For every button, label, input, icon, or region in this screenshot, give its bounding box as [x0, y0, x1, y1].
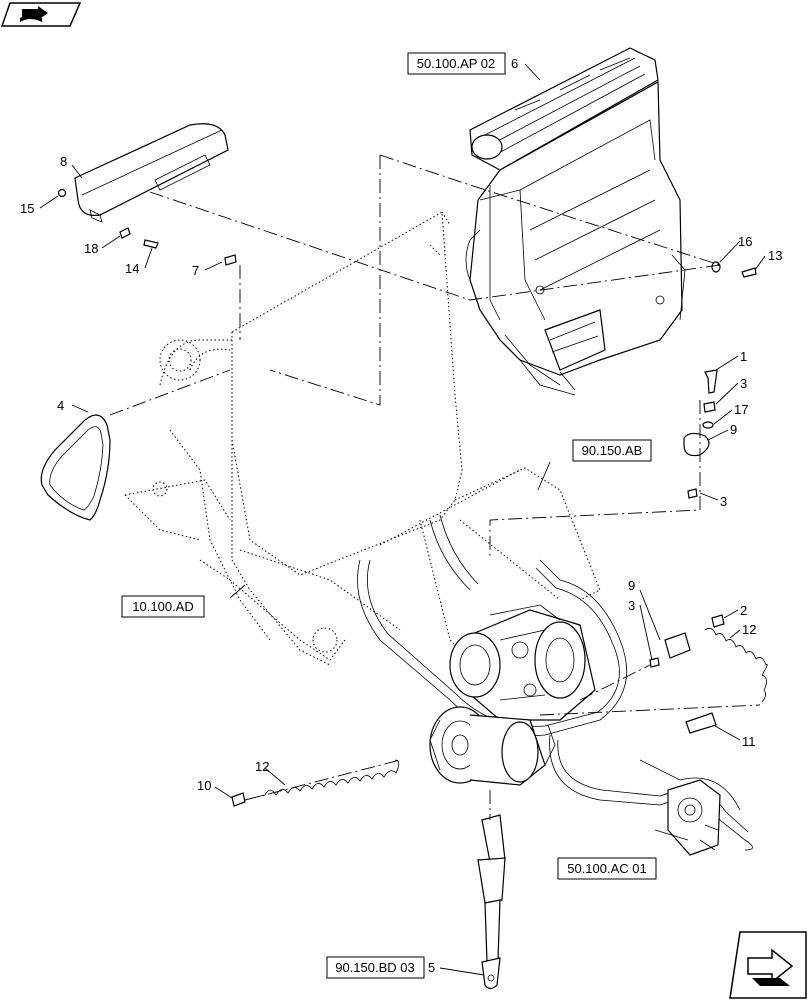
belt — [40, 414, 111, 521]
callout-3-b: 3 — [720, 494, 727, 509]
svg-text:90.150.BD 03: 90.150.BD 03 — [335, 960, 415, 975]
valve-unit — [667, 779, 721, 856]
svg-text:50.100.AP 02: 50.100.AP 02 — [417, 56, 496, 71]
book-arrow-icon[interactable] — [0, 2, 82, 27]
hardware-bits — [57, 188, 757, 807]
callout-10: 10 — [197, 778, 211, 793]
callout-18: 18 — [84, 241, 98, 256]
callout-numbers: 8 15 18 14 7 4 6 16 13 1 3 17 9 3 9 3 2 … — [20, 56, 782, 975]
ref-box-ab[interactable]: 90.150.AB — [572, 439, 652, 462]
callout-12-b: 12 — [255, 759, 269, 774]
hvac-housing — [465, 47, 686, 396]
callout-16: 16 — [738, 234, 752, 249]
pulley-unit — [429, 706, 556, 786]
ref-box-ac01[interactable]: 50.100.AC 01 — [557, 857, 657, 880]
ref-box-ap02[interactable]: 50.100.AP 02 — [407, 52, 506, 75]
callout-14: 14 — [125, 261, 139, 276]
callout-7: 7 — [192, 263, 199, 278]
svg-text:90.150.AB: 90.150.AB — [582, 443, 643, 458]
callout-2: 2 — [740, 603, 747, 618]
callout-15: 15 — [20, 201, 34, 216]
callout-11: 11 — [742, 734, 756, 749]
callout-5: 5 — [428, 960, 435, 975]
spring-right — [704, 627, 768, 703]
callout-1: 1 — [740, 349, 747, 364]
svg-text:10.100.AD: 10.100.AD — [132, 599, 193, 614]
actuator-cylinder — [477, 814, 506, 990]
callout-13: 13 — [768, 248, 782, 263]
ref-box-bd03[interactable]: 90.150.BD 03 — [326, 956, 425, 979]
callout-6: 6 — [511, 56, 518, 71]
svg-text:50.100.AC 01: 50.100.AC 01 — [567, 861, 647, 876]
filter-cover — [74, 123, 229, 223]
callout-3-c: 3 — [628, 598, 635, 613]
chassis-frame — [124, 211, 601, 666]
callout-9-b: 9 — [628, 578, 635, 593]
callout-3-a: 3 — [740, 376, 747, 391]
callout-17: 17 — [734, 402, 748, 417]
callout-8: 8 — [60, 154, 67, 169]
alignment-lines — [109, 154, 761, 820]
compressor-assembly — [449, 604, 596, 721]
callout-9-a: 9 — [730, 422, 737, 437]
next-page-arrow-icon[interactable] — [729, 931, 807, 999]
leader-lines — [39, 63, 766, 976]
callout-12-a: 12 — [742, 622, 756, 637]
ref-box-ad[interactable]: 10.100.AD — [121, 595, 205, 618]
callout-4: 4 — [57, 398, 64, 413]
